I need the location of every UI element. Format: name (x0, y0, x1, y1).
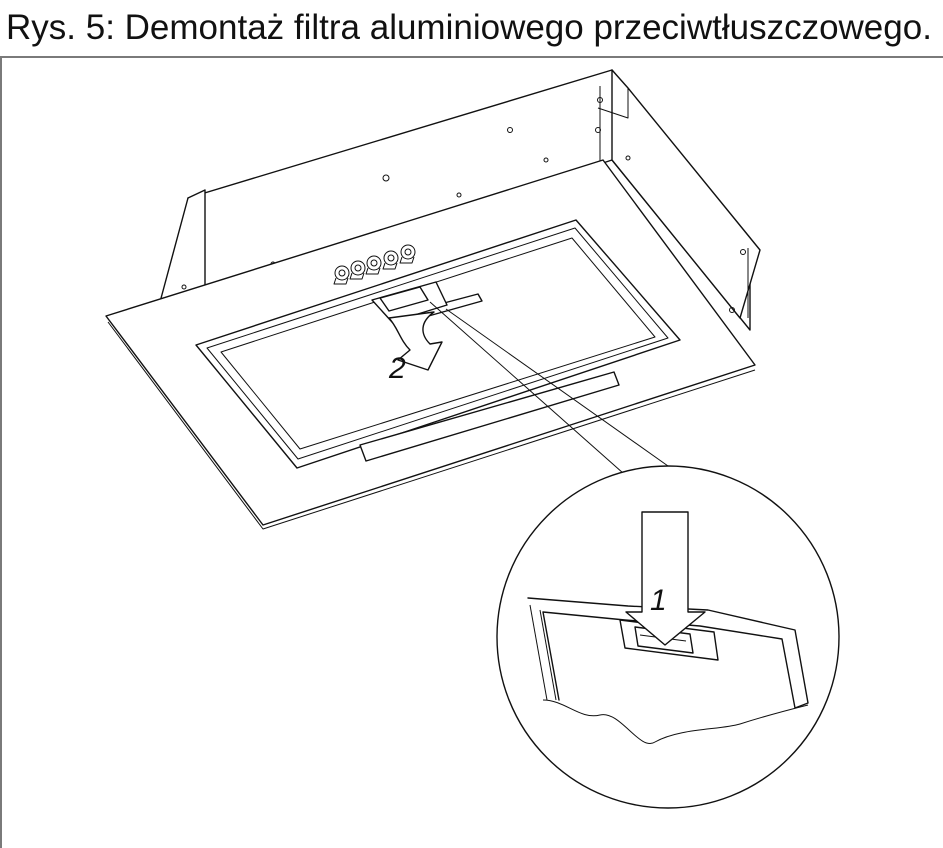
frame-border (0, 58, 2, 848)
figure-caption: Rys. 5: Demontaż filtra aluminiowego prz… (0, 0, 943, 58)
detail-leader-lines (429, 301, 669, 482)
step-label-2: 2 (388, 352, 406, 385)
control-knobs (333, 244, 416, 285)
push-arrow (625, 511, 706, 646)
step-label-1: 1 (650, 584, 667, 617)
tilt-arrow (388, 311, 443, 371)
filter-latch (371, 281, 448, 323)
